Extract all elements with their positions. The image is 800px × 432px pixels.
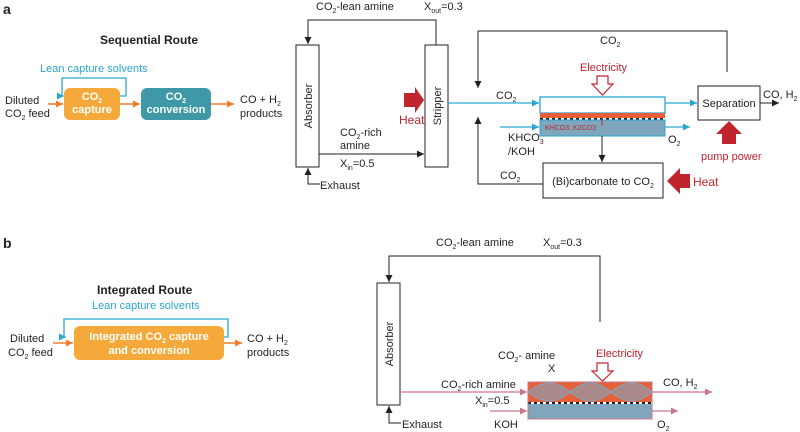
rich-amine-a-line1: CO2-rich	[340, 127, 382, 141]
lean-amine-label-b: CO2-lean amine	[436, 237, 514, 251]
absorber-column-b	[376, 282, 401, 406]
electricity-arrow-a	[590, 75, 615, 96]
electricity-label-a: Electricity	[580, 62, 628, 74]
o2-label-b: O2	[657, 419, 670, 432]
heat-label-bicarbonate: Heat	[693, 175, 719, 189]
exhaust-arrow-a	[304, 168, 320, 185]
electricity-label-b: Electricity	[596, 348, 644, 360]
products-b-line1: CO + H2	[247, 333, 288, 347]
co2-recycle-bottom	[474, 117, 543, 185]
lean-solvents-loop-b	[59, 318, 229, 341]
rich-amine-label-b: CO2-rich amine	[441, 379, 516, 393]
stripper-label: Stripper	[432, 86, 444, 125]
koh-label-a: /KOH	[508, 146, 535, 158]
integrated-electrolyte-layer	[528, 404, 652, 419]
integrated-box-line2: and conversion	[108, 345, 190, 357]
xin-label-b: Xin=0.5	[475, 395, 510, 409]
feed-label-a-line2: CO2 feed	[5, 108, 50, 122]
xout-label-b: Xout=0.3	[543, 237, 582, 251]
feed-label-b-line1: Diluted	[10, 333, 44, 345]
x-label-b: X	[548, 363, 556, 375]
exhaust-label-b: Exhaust	[402, 419, 442, 431]
integrated-box-line1: Integrated CO2 capture	[89, 331, 208, 345]
feed-label-a-line1: Diluted	[5, 95, 39, 107]
absorber-column-a	[295, 44, 320, 168]
exhaust-arrow-b	[385, 406, 401, 424]
co2-label-stripper-out: CO2	[496, 90, 517, 104]
co-h2-label-b: CO, H2	[663, 377, 698, 391]
xout-label-a: Xout=0.3	[424, 1, 463, 15]
electrolyzer-cathode	[540, 113, 665, 118]
co2-conversion-line2: conversion	[147, 104, 206, 116]
amine-label-b: CO2- amine	[498, 350, 555, 364]
co-h2-label-a: CO, H2	[763, 89, 798, 103]
integrated-membrane	[528, 402, 652, 404]
co2-conversion-box	[141, 88, 211, 120]
stripper-column	[424, 44, 449, 168]
pump-power-label: pump power	[701, 151, 762, 163]
heat-arrow-bicarbonate	[667, 168, 690, 194]
co2-capture-line2: capture	[72, 104, 112, 116]
integrated-electrolyzer-frame	[527, 381, 653, 420]
lean-amine-loop-a	[304, 19, 437, 45]
panel-a-letter: a	[3, 1, 11, 17]
lean-solvents-label-b: Lean capture solvents	[92, 300, 200, 312]
xin-label-a: Xin=0.5	[340, 158, 375, 172]
lean-amine-label-a: CO2-lean amine	[316, 1, 394, 15]
electrolyzer-gas-channel	[539, 96, 666, 114]
absorber-label-a: Absorber	[303, 83, 315, 128]
feed-label-b-line2: CO2 feed	[8, 347, 53, 361]
o2-label-a: O2	[668, 134, 681, 148]
separation-label: Separation	[702, 98, 755, 110]
bicarbonate-box	[542, 162, 664, 199]
panel-b-letter: b	[3, 235, 12, 251]
separation-box	[697, 85, 761, 121]
co2-capture-box	[64, 88, 120, 120]
products-b-line2: products	[247, 347, 290, 359]
products-a-line2: products	[240, 108, 283, 120]
co2-capture-line1: CO2	[82, 91, 103, 105]
heat-label-stripper: Heat	[399, 113, 425, 127]
pump-power-arrow	[716, 121, 742, 144]
co2-conversion-line1: CO2	[166, 91, 187, 105]
co2-label-bottom: CO2	[500, 170, 521, 184]
khco3-label: KHCO3	[508, 132, 544, 146]
co2-recycle-top	[474, 30, 728, 88]
exhaust-label-a: Exhaust	[320, 180, 360, 192]
electricity-arrow-b	[590, 362, 615, 382]
sequential-route-title: Sequential Route	[100, 33, 198, 47]
electrolyte-label: KHCO3, K2CO3	[545, 125, 596, 132]
absorber-label-b: Absorber	[384, 321, 396, 366]
lean-amine-loop-b	[385, 255, 601, 322]
integrated-capture-box	[74, 326, 224, 360]
rich-amine-a-line2: amine	[340, 140, 370, 152]
bicarbonate-label: (Bi)carbonate to CO2	[552, 176, 654, 190]
koh-label-b: KOH	[494, 419, 518, 431]
products-a-line1: CO + H2	[240, 94, 281, 108]
integrated-route-title: Integrated Route	[97, 283, 193, 297]
co2-label-top: CO2	[600, 35, 621, 49]
lean-solvents-label-a: Lean capture solvents	[40, 63, 148, 75]
integrated-flow-pattern	[527, 382, 653, 402]
lean-solvents-loop-a	[57, 77, 127, 100]
heat-arrow-stripper	[404, 87, 424, 113]
